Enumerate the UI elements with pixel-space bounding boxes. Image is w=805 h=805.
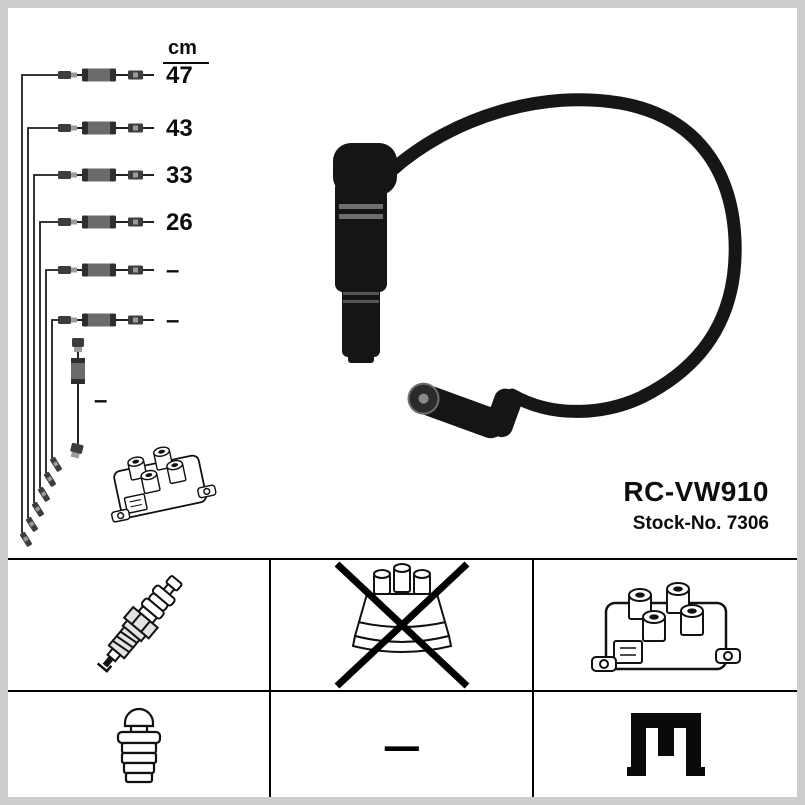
plug-boot-icon (116, 707, 161, 783)
cable-row-3 (57, 167, 155, 183)
connector-icon (626, 712, 705, 776)
cable-length-label-6: – (166, 307, 179, 334)
legend-cell-plug-boot (8, 692, 271, 797)
coil-wire (70, 338, 85, 459)
cable-length-label-2: 43 (166, 115, 193, 142)
dash-symbol: – (382, 718, 421, 771)
cable-row-2 (57, 120, 155, 136)
unit-label: cm (168, 37, 197, 59)
cable-row-5 (57, 262, 155, 278)
cable-row-6 (57, 312, 155, 328)
cable-length-label-5: – (166, 257, 179, 284)
legend-cell-dash: – (271, 692, 534, 797)
ignition-coil-icon (590, 565, 742, 685)
distributor-boot (407, 382, 522, 439)
coil-wire-length-label: – (94, 387, 107, 414)
legend-grid: – (8, 558, 797, 797)
cable-length-label-4: 26 (166, 209, 193, 236)
wire (384, 93, 742, 418)
length-bracket (21, 74, 58, 533)
legend-cell-spark-plug (8, 560, 271, 692)
spark-plug-boot (333, 143, 397, 363)
stock-number: Stock-No. 7306 (632, 513, 769, 534)
cable-length-label-3: 33 (166, 162, 193, 189)
legend-cell-distributor-cap (271, 560, 534, 692)
ignition-coil-illustration (100, 438, 217, 522)
distributor-cap-crossed-icon (334, 561, 469, 689)
cable-row-1 (57, 67, 155, 83)
spark-plug-icon (96, 575, 182, 673)
cable-set-diagram: cm (19, 37, 742, 548)
bracket-cable-tips (19, 456, 63, 548)
product-codes: RC-VW910 Stock-No. 7306 (623, 476, 769, 535)
cable-row-4 (57, 214, 155, 230)
legend-cell-ignition-coil (534, 560, 797, 692)
product-model: RC-VW910 (623, 476, 769, 507)
legend-cell-connector (534, 692, 797, 797)
top-section: cm (8, 8, 797, 558)
cable-length-label-1: 47 (166, 62, 193, 89)
product-cable-photo (333, 93, 742, 439)
cross-out-mark (334, 561, 469, 689)
